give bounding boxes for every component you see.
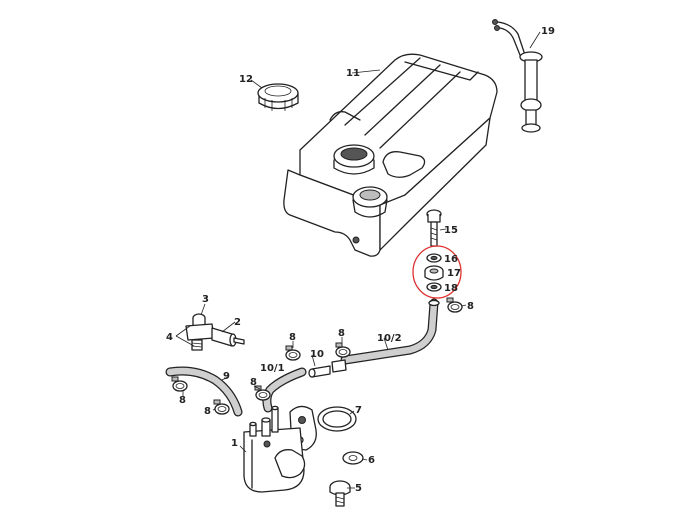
callout-8-middle-lower: 8: [250, 377, 257, 388]
callout-15: 15: [444, 225, 458, 236]
hose-connector: [308, 359, 347, 378]
fuel-hose-10-1: [262, 367, 307, 413]
fuel-hose-10-2: [340, 298, 440, 365]
callout-4: 4: [166, 332, 173, 343]
callout-8-upper-right: 8: [467, 301, 474, 312]
banjo-bolt: [426, 209, 442, 247]
hose-clamp-upper-right: [446, 297, 463, 313]
callout-10: 10: [310, 349, 324, 360]
tank-cap: [257, 83, 299, 111]
callout-8-left-upper: 8: [289, 332, 296, 343]
callout-1: 1: [231, 438, 238, 449]
fuel-tank: [283, 53, 498, 257]
callout-10-1: 10/1: [260, 363, 285, 374]
callout-8-lower: 8: [204, 406, 211, 417]
washer: [342, 451, 364, 465]
hose-clamp-left-upper: [285, 345, 301, 361]
leader-lines: [175, 31, 541, 489]
callout-6: 6: [368, 455, 375, 466]
callout-10-2: 10/2: [377, 333, 402, 344]
callout-17: 17: [447, 268, 461, 279]
callout-12: 12: [239, 74, 253, 85]
callout-9: 9: [223, 371, 230, 382]
screw: [329, 480, 351, 507]
callout-19: 19: [541, 26, 555, 37]
callout-8-left: 8: [179, 395, 186, 406]
hose-clamp-middle-lower: [254, 385, 271, 401]
callout-7: 7: [355, 405, 362, 416]
callout-8-middle: 8: [338, 328, 345, 339]
callout-3: 3: [202, 294, 209, 305]
seal-set: [412, 245, 462, 299]
callout-16: 16: [444, 254, 458, 265]
hose-clamp-lower: [213, 399, 230, 415]
callout-labels: 11 12 19 15 16 17 18 8 3 2 4 8 10/2 8 10…: [166, 26, 555, 494]
callout-2: 2: [234, 317, 241, 328]
gasket: [317, 406, 357, 432]
fuel-level-sender: [492, 19, 543, 133]
drain-hose-9: [165, 366, 243, 417]
fitting-assembly: [185, 313, 245, 351]
callout-5: 5: [355, 483, 362, 494]
highlight-circle: [412, 245, 462, 299]
callout-18: 18: [444, 283, 458, 294]
hose-clamp-middle: [335, 342, 351, 358]
fuel-valve: [243, 405, 317, 493]
callout-11: 11: [346, 68, 360, 79]
hose-clamp-left: [171, 376, 188, 392]
